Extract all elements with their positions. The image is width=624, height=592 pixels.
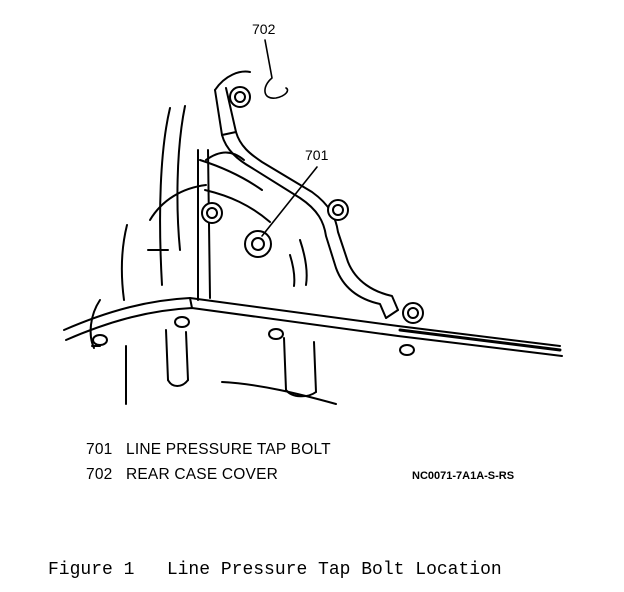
oil-pan-rail bbox=[63, 297, 563, 357]
pan-bolt-mid bbox=[268, 328, 284, 340]
callout-702: 702 bbox=[252, 21, 289, 99]
pan-bolt-left bbox=[92, 334, 108, 346]
housing-outline bbox=[89, 105, 207, 349]
pan-bolt-right bbox=[399, 344, 415, 356]
oil-pan-body bbox=[125, 329, 337, 405]
bolt-upper-cover bbox=[229, 86, 251, 108]
legend-item-702: 702 REAR CASE COVER bbox=[86, 466, 278, 484]
callout-701: 701 bbox=[261, 147, 329, 237]
figure-number: Figure 1 bbox=[48, 560, 135, 580]
case-ribs bbox=[197, 149, 308, 301]
pan-bolt-mid-left bbox=[174, 316, 190, 328]
bolt-line-pressure-tap bbox=[244, 230, 272, 258]
legend-label-701: LINE PRESSURE TAP BOLT bbox=[126, 441, 331, 458]
bolt-right-cover bbox=[327, 199, 349, 221]
transmission-illustration: 702 701 bbox=[63, 21, 563, 405]
case-bolts bbox=[92, 86, 424, 356]
legend-label-702: REAR CASE COVER bbox=[126, 466, 279, 483]
drawing-code: NC0071-7A1A-S-RS bbox=[412, 470, 515, 482]
legend-item-701: 701 LINE PRESSURE TAP BOLT bbox=[86, 441, 331, 459]
bolt-lower-right bbox=[402, 302, 424, 324]
bolt-mid-left bbox=[201, 202, 223, 224]
callout-701-number: 701 bbox=[305, 147, 329, 163]
callout-702-number: 702 bbox=[252, 21, 276, 37]
rear-case-cover bbox=[205, 70, 399, 319]
figure-caption: Figure 1 Line Pressure Tap Bolt Location bbox=[48, 560, 502, 580]
figure-title: Line Pressure Tap Bolt Location bbox=[166, 560, 502, 580]
legend-number-702: 702 bbox=[86, 466, 113, 483]
legend-number-701: 701 bbox=[86, 441, 113, 458]
